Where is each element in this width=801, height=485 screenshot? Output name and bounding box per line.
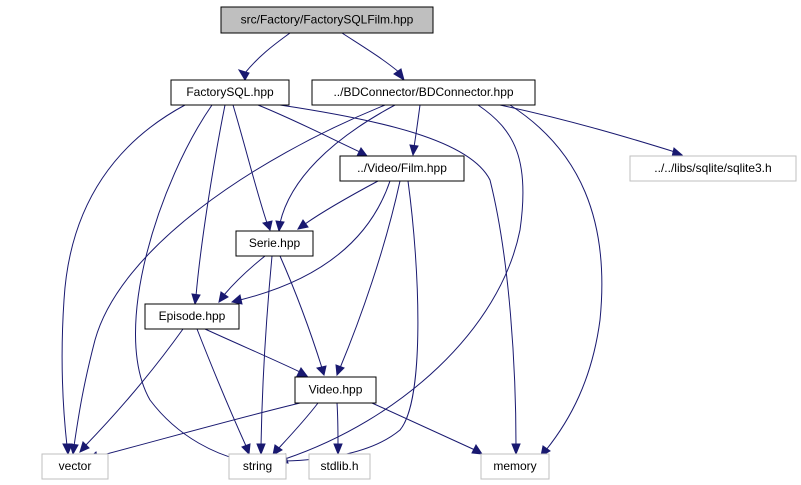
- edge-root-bdconnector-arrowhead: [393, 68, 405, 82]
- node-serie-hpp[interactable]: Serie.hpp: [235, 230, 314, 257]
- edge-episode-string-arrowhead: [241, 443, 251, 456]
- edge-serie-string: [260, 255, 273, 447]
- edge-root-factorysql-arrowhead: [237, 69, 250, 81]
- node-sqlite3-h[interactable]: ../../libs/sqlite/sqlite3.h: [629, 155, 797, 182]
- edge-film-serie-arrowhead: [297, 219, 309, 230]
- edge-episode-video: [204, 328, 301, 373]
- node-bdconnector-hpp[interactable]: ../BDConnector/BDConnector.hpp: [311, 79, 536, 106]
- edge-bdconnector-memory: [509, 104, 603, 451]
- node-video-hpp[interactable]: Video.hpp: [294, 376, 377, 404]
- edge-film-serie: [304, 180, 379, 225]
- edge-video-memory-arrowhead: [471, 444, 484, 455]
- edge-serie-string-arrowhead: [256, 443, 266, 456]
- edge-bdconnector-film: [413, 104, 421, 148]
- edge-serie-episode-arrowhead: [218, 291, 229, 303]
- node-string[interactable]: string: [228, 453, 287, 480]
- edge-bdconnector-sqlite3: [499, 104, 676, 153]
- edge-bdconnector-string: [284, 104, 524, 460]
- edge-root-factorysql: [244, 32, 291, 74]
- edge-factorysql-serie-arrowhead: [262, 220, 273, 231]
- node-factorysql-hpp[interactable]: FactorySQL.hpp: [170, 79, 290, 106]
- edge-film-video-arrowhead: [335, 364, 345, 377]
- edge-film-episode: [239, 180, 391, 301]
- node-memory[interactable]: memory: [480, 453, 550, 480]
- edge-bdconnector-film-arrowhead: [409, 144, 419, 157]
- node-memory-label: memory: [493, 459, 536, 473]
- node-sqlite3-h-label: ../../libs/sqlite/sqlite3.h: [654, 161, 771, 175]
- edge-episode-string: [196, 328, 247, 447]
- node-vector-label: vector: [59, 459, 92, 473]
- edge-video-string-arrowhead: [272, 444, 283, 456]
- node-stdlib-h-label: stdlib.h: [320, 459, 358, 473]
- edge-serie-video-arrowhead: [316, 365, 327, 376]
- node-root-label: src/Factory/FactorySQLFilm.hpp: [241, 13, 414, 27]
- node-bdconnector-hpp-label: ../BDConnector/BDConnector.hpp: [333, 85, 513, 99]
- edge-episode-vector-arrowhead: [79, 441, 90, 453]
- node-video-hpp-label: Video.hpp: [309, 383, 363, 397]
- edge-bdconnector-serie: [279, 104, 396, 224]
- edge-video-string: [277, 402, 319, 450]
- edge-factorysql-vector: [61, 104, 186, 447]
- node-film-hpp[interactable]: ../Video/Film.hpp: [339, 155, 465, 182]
- node-episode-hpp-label: Episode.hpp: [159, 309, 226, 323]
- node-vector[interactable]: vector: [41, 453, 109, 480]
- edge-factorysql-serie: [232, 104, 268, 224]
- node-episode-hpp[interactable]: Episode.hpp: [144, 303, 240, 330]
- edge-serie-episode: [223, 255, 266, 296]
- edge-bdconnector-vector-arrowhead: [69, 443, 79, 456]
- edge-video-vector: [94, 402, 301, 458]
- edge-factorysql-vector-arrowhead: [62, 443, 73, 456]
- edge-factorysql-film: [257, 104, 361, 153]
- edge-bdconnector-vector: [73, 104, 386, 447]
- edge-film-episode-arrowhead: [230, 294, 243, 305]
- edge-film-video: [339, 180, 401, 369]
- edge-serie-video: [279, 255, 323, 369]
- edge-episode-video-arrowhead: [296, 367, 308, 377]
- nodes-layer: src/Factory/FactorySQLFilm.hpp FactorySQ…: [41, 6, 797, 480]
- edge-factorysql-memory-arrowhead: [511, 443, 521, 456]
- edge-bdconnector-serie-arrowhead: [275, 220, 285, 233]
- edge-factorysql-string: [135, 104, 241, 461]
- edge-factorysql-episode: [195, 104, 226, 297]
- edge-factorysql-memory: [279, 104, 517, 447]
- edge-factorysql-film-arrowhead: [356, 147, 368, 157]
- node-factorysql-hpp-label: FactorySQL.hpp: [186, 85, 274, 99]
- edge-video-stdlib-arrowhead: [333, 443, 343, 456]
- node-serie-hpp-label: Serie.hpp: [249, 236, 301, 250]
- edge-video-memory: [371, 402, 476, 451]
- edge-root-bdconnector: [341, 32, 401, 74]
- node-root[interactable]: src/Factory/FactorySQLFilm.hpp: [220, 6, 434, 34]
- edge-episode-vector: [84, 328, 184, 447]
- node-film-hpp-label: ../Video/Film.hpp: [357, 161, 447, 175]
- edge-video-stdlib: [336, 402, 339, 447]
- node-string-label: string: [243, 459, 272, 473]
- edge-factorysql-episode-arrowhead: [191, 293, 201, 306]
- node-stdlib-h[interactable]: stdlib.h: [308, 453, 371, 480]
